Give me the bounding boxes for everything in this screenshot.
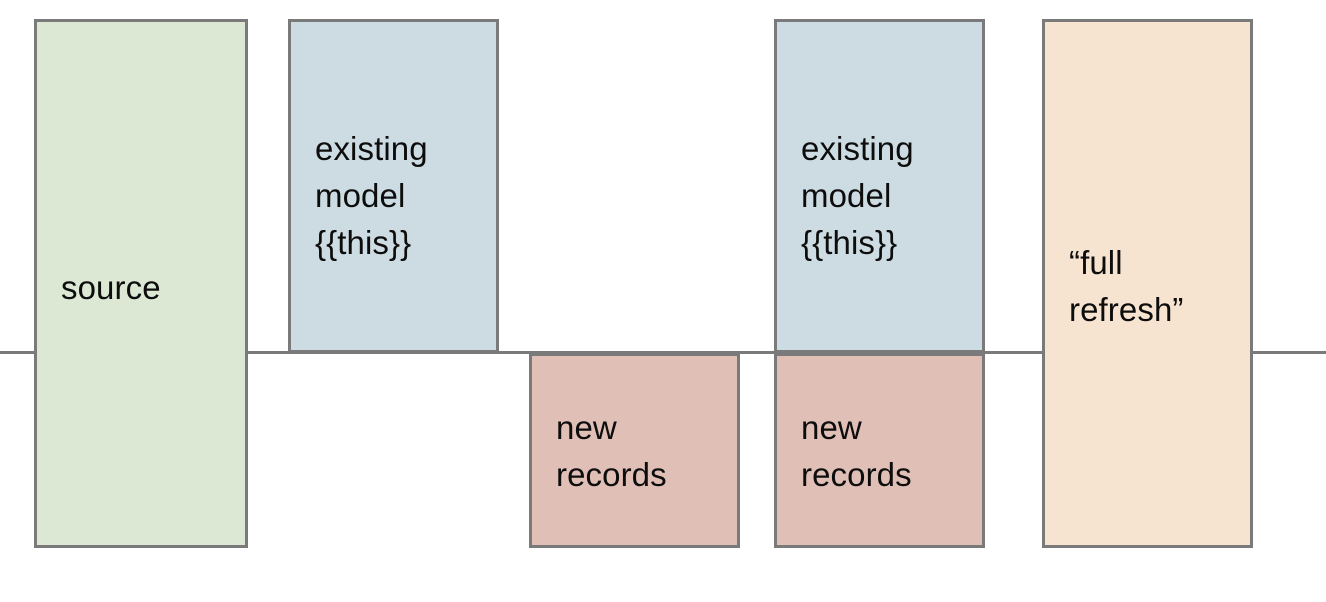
- new-records-box-1-label: new records: [556, 408, 667, 493]
- full-refresh-box-label: “full refresh”: [1069, 243, 1184, 328]
- existing-model-box-2-label: existing model {{this}}: [801, 129, 914, 261]
- existing-model-box-1[interactable]: existing model {{this}}: [288, 19, 499, 353]
- source-box-label: source: [61, 269, 161, 306]
- new-records-box-1[interactable]: new records: [529, 353, 740, 548]
- timeline-baseline: [0, 351, 1326, 354]
- existing-model-box-1-label: existing model {{this}}: [315, 129, 428, 261]
- existing-model-box-2[interactable]: existing model {{this}}: [774, 19, 985, 353]
- full-refresh-box[interactable]: “full refresh”: [1042, 19, 1253, 548]
- new-records-box-2-label: new records: [801, 408, 912, 493]
- new-records-box-2[interactable]: new records: [774, 353, 985, 548]
- source-box[interactable]: source: [34, 19, 248, 548]
